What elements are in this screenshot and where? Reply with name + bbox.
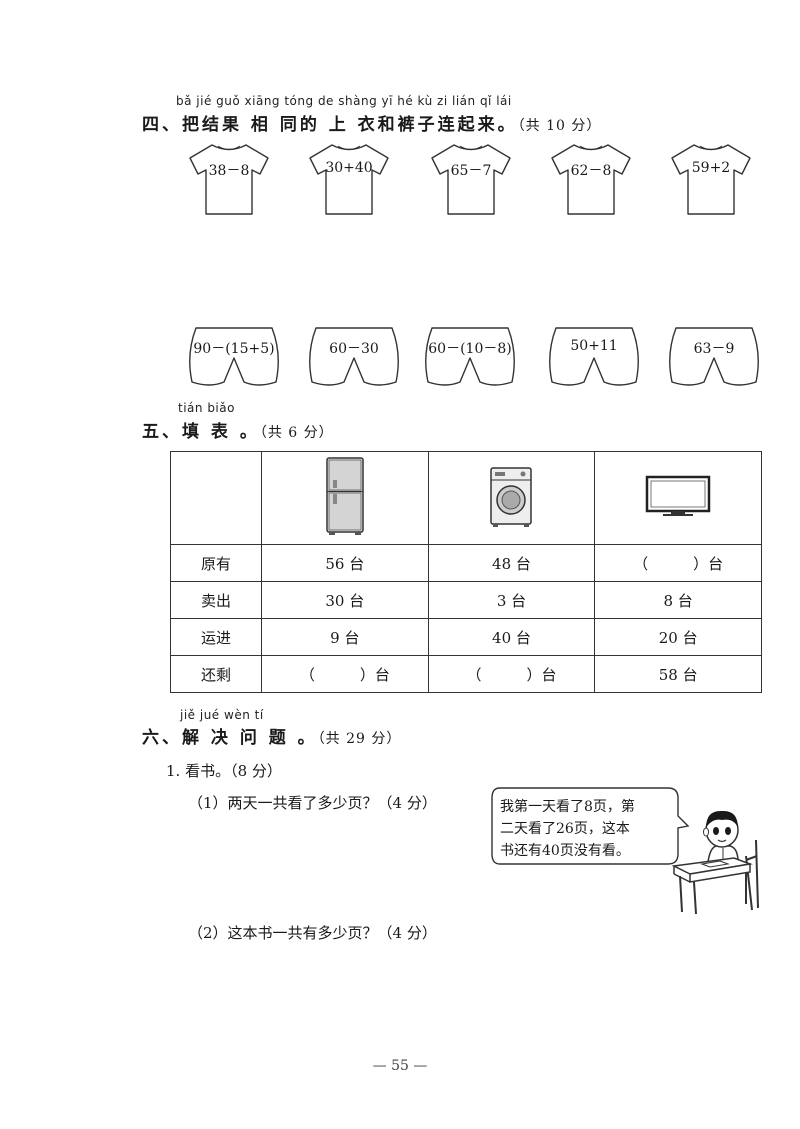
shirt-card[interactable]: 62－8 [550, 142, 632, 218]
table-cell: 20 台 [594, 618, 762, 656]
problem1-heading: 1. 看书。（8 分） [166, 762, 282, 780]
washing-machine-cell [427, 451, 596, 545]
shorts-icon [309, 327, 399, 386]
section5-score: （共 6 分） [259, 425, 334, 441]
shirt-card[interactable]: 65－7 [430, 142, 512, 218]
table-cell: 3 台 [427, 581, 596, 619]
shirt-card[interactable]: 59+2 [670, 142, 752, 218]
table-cell: 30 台 [261, 581, 429, 619]
shirt-card[interactable]: 38－8 [188, 142, 270, 218]
section4-title: 四、把结果 相 同的 上 衣和裤子连起来。（共 10 分） [142, 110, 601, 135]
bubble-line: 我第一天看了8页，第 [500, 799, 635, 815]
speech-bubble-text: 我第一天看了8页，第 二天看了26页，这本 书还有40页没有看。 [500, 796, 680, 862]
shirt-expression: 30+40 [325, 160, 373, 176]
answer-blank-cell[interactable]: （ ）台 [261, 655, 429, 693]
row-label: 原有 [170, 544, 262, 582]
shorts-icon [549, 327, 639, 386]
bubble-line: 二天看了26页，这本 [500, 821, 630, 837]
table-cell: 56 台 [261, 544, 429, 582]
refrigerator-icon [326, 457, 364, 535]
washing-machine-icon [490, 467, 533, 527]
pants-card[interactable]: 63－9 [664, 324, 764, 388]
pants-expression: 60－(10－8) [428, 341, 512, 357]
section4-score: （共 10 分） [517, 118, 602, 134]
section6-pinyin: jiě jué wèn tí [180, 708, 264, 722]
shorts-icon [669, 327, 759, 386]
table-header-row [170, 451, 762, 545]
tshirt-icon [189, 144, 269, 215]
television-cell [594, 451, 762, 545]
section6-title: 六、解 决 问 题 。（共 29 分） [142, 723, 401, 748]
speech-bubble [491, 787, 690, 865]
shirt-expression: 62－8 [570, 163, 612, 179]
bubble-line: 书还有40页没有看。 [500, 843, 630, 859]
tshirt-icon [431, 144, 511, 215]
pants-expression: 60－30 [329, 341, 379, 357]
shirt-expression: 65－7 [450, 163, 492, 179]
row-label: 还剩 [170, 655, 262, 693]
shirt-expression: 38－8 [208, 163, 250, 179]
table-cell: 58 台 [594, 655, 762, 693]
pants-card[interactable]: 60－(10－8) [420, 324, 520, 388]
tshirt-icon [309, 144, 389, 215]
section4-title-text: 四、把结果 相 同的 上 衣和裤子连起来。 [142, 115, 518, 135]
shirt-expression: 59+2 [691, 160, 731, 176]
section4-pinyin: bǎ jié guǒ xiāng tóng de shàng yī hé kù … [176, 94, 512, 108]
problem1-question1: （1）两天一共看了多少页？（4 分） [188, 794, 437, 812]
television-icon [645, 475, 711, 516]
table-cell: 40 台 [427, 618, 596, 656]
section6-score: （共 29 分） [317, 731, 402, 747]
boy-reading-illustration [672, 810, 759, 915]
section5-title: 五、填 表 。（共 6 分） [142, 417, 334, 442]
shorts-icon [425, 327, 515, 386]
answer-blank-cell[interactable]: （ ）台 [427, 655, 596, 693]
table-cell: 9 台 [261, 618, 429, 656]
pants-expression: 90－(15+5) [193, 341, 275, 357]
row-label: 运进 [170, 618, 262, 656]
pants-card[interactable]: 90－(15+5) [184, 324, 284, 388]
problem1-question2: （2）这本书一共有多少页？（4 分） [188, 924, 437, 942]
table-corner-cell [170, 451, 262, 545]
row-label: 卖出 [170, 581, 262, 619]
section5-pinyin: tián biǎo [178, 401, 235, 415]
shirt-card[interactable]: 30+40 [308, 142, 390, 218]
section6-title-text: 六、解 决 问 题 。 [142, 728, 318, 748]
pants-card[interactable]: 60－30 [304, 324, 404, 388]
pants-expression: 63－9 [693, 341, 735, 357]
tshirt-icon [551, 144, 631, 215]
answer-blank-cell[interactable]: （ ）台 [594, 544, 762, 582]
pants-card[interactable]: 50+11 [544, 324, 644, 388]
table-cell: 48 台 [427, 544, 596, 582]
page-number: — 55 — [372, 1058, 428, 1074]
shorts-icon [189, 327, 279, 386]
tshirt-icon [671, 144, 751, 215]
section5-title-text: 五、填 表 。 [142, 422, 260, 442]
pants-expression: 50+11 [570, 338, 618, 354]
refrigerator-cell [261, 451, 429, 545]
table-cell: 8 台 [594, 581, 762, 619]
